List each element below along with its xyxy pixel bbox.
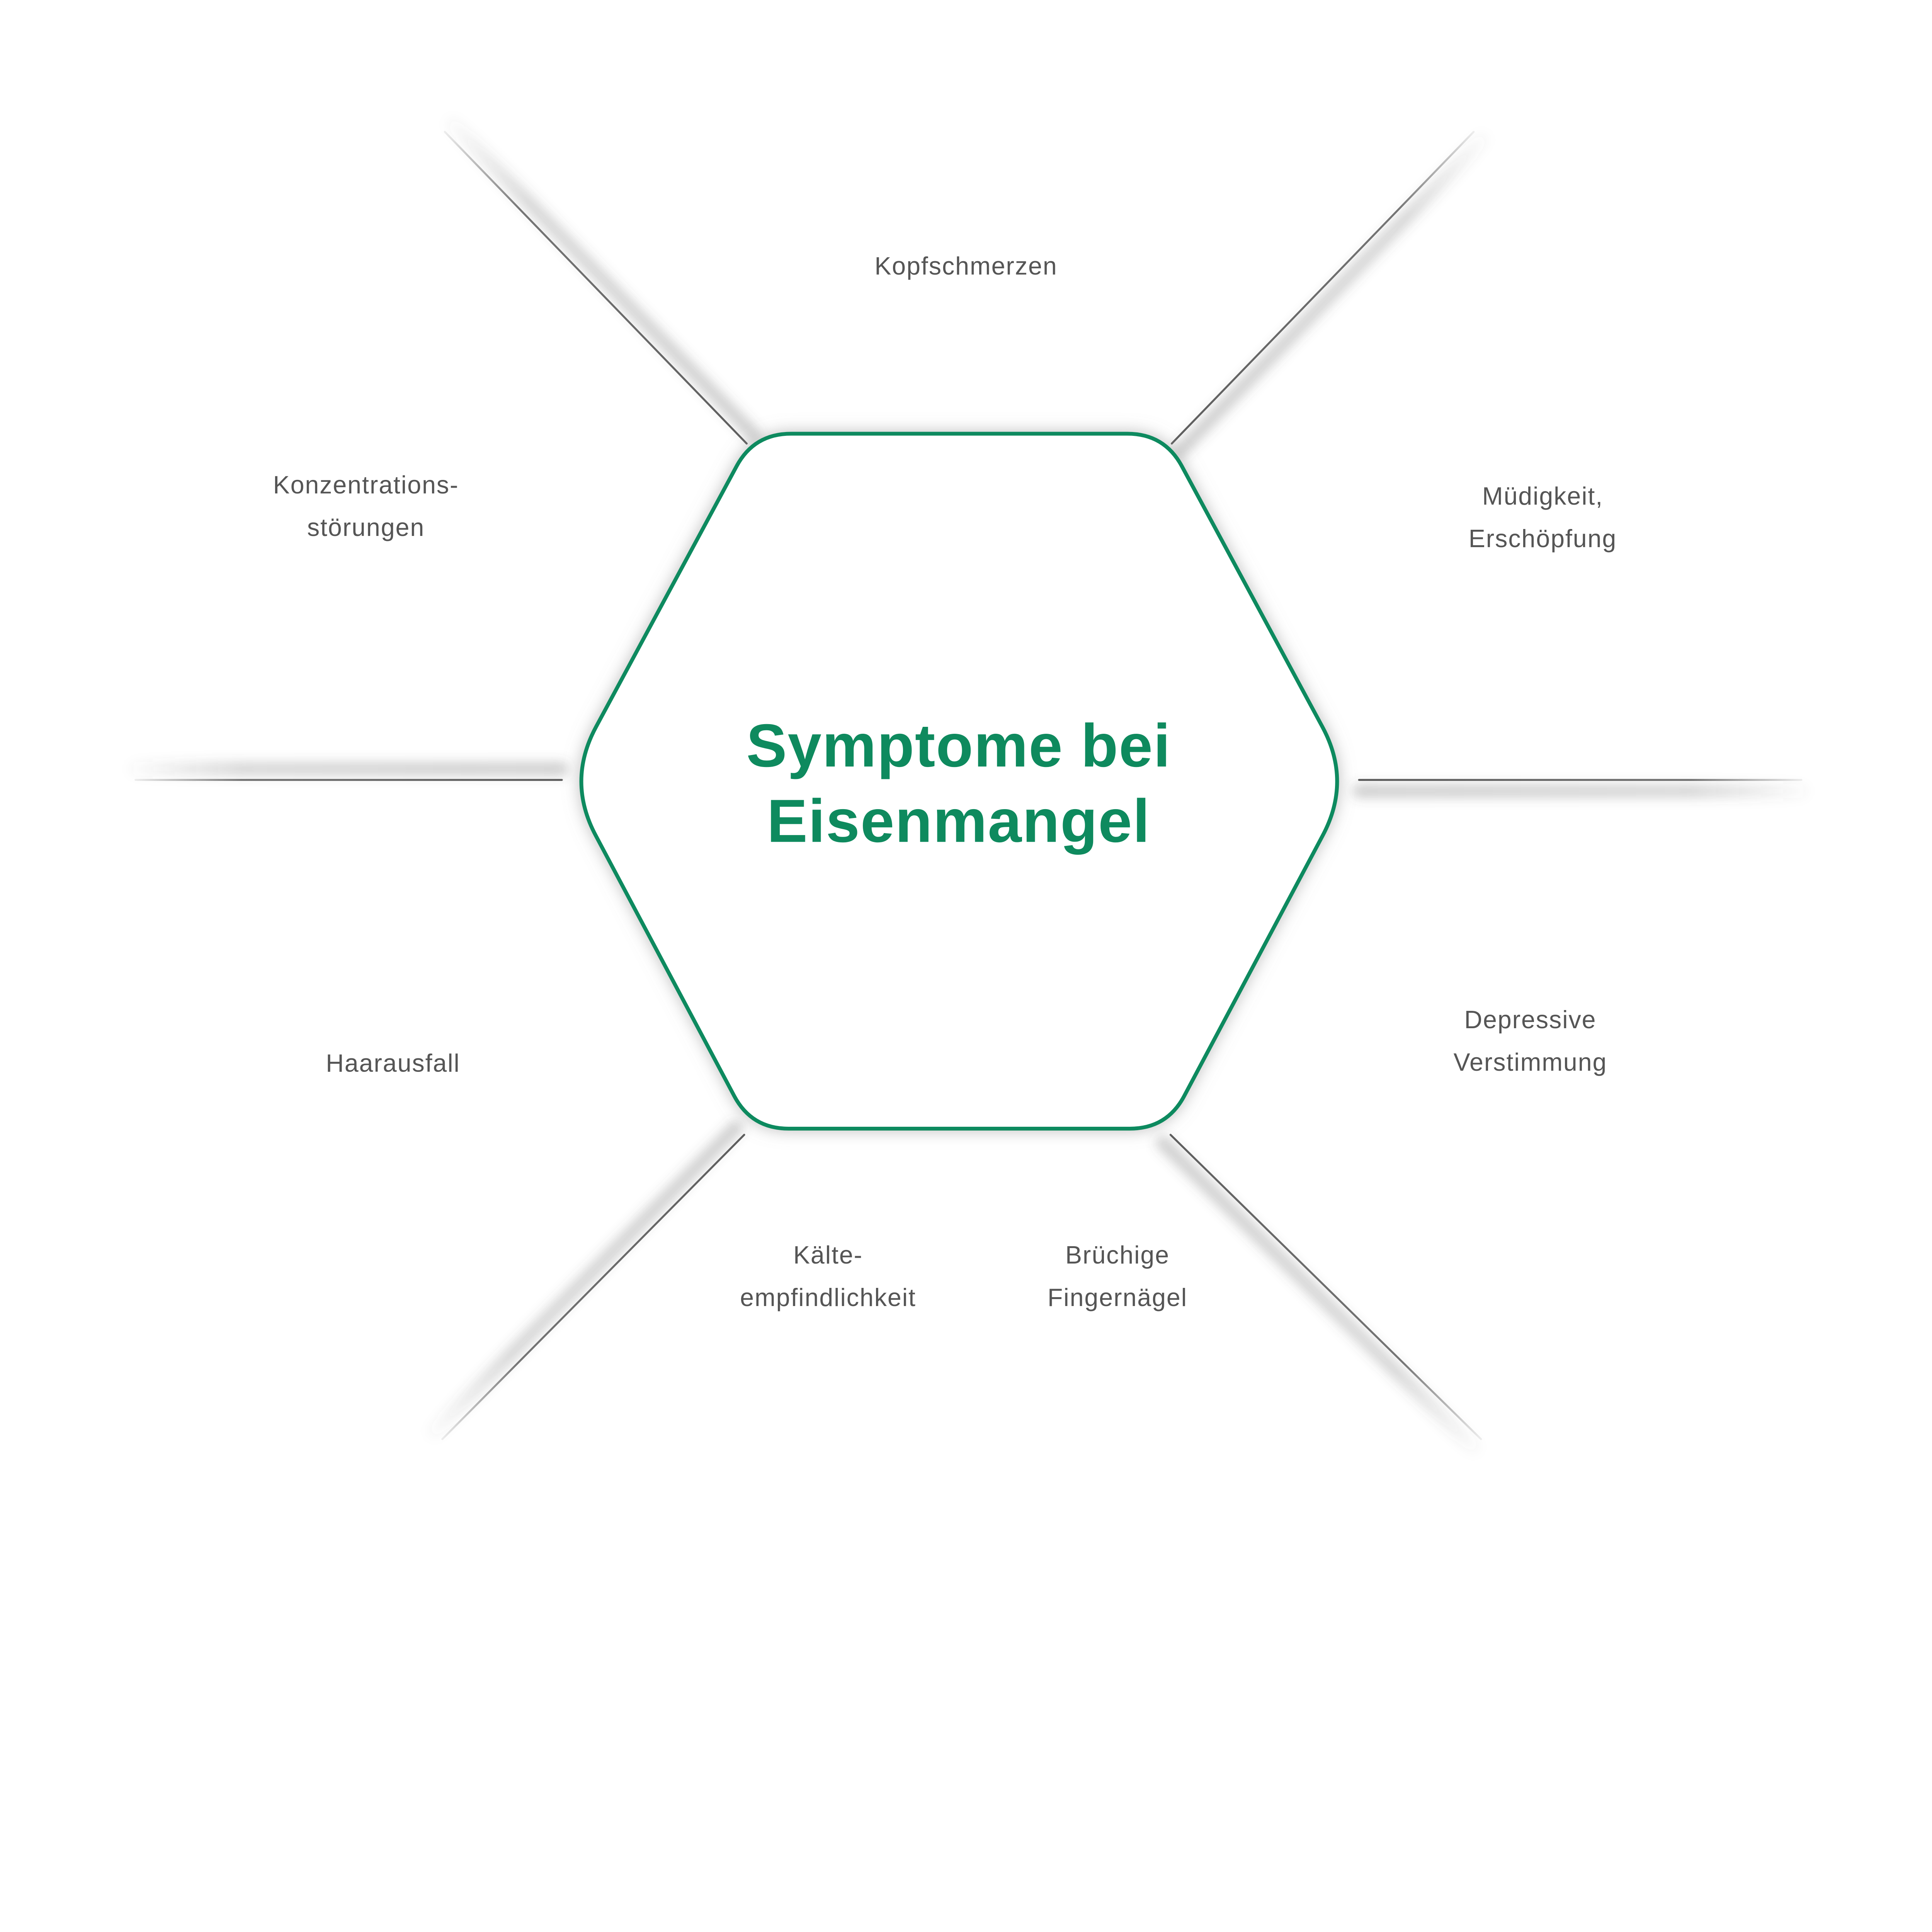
diagram-canvas: Symptome bei Eisenmangel Kopfschmerzen M… — [129, 117, 1808, 1454]
label-konzentrationsstoerungen: Konzentrations- störungen — [273, 471, 459, 542]
divider-line-upper-left-shadow — [446, 117, 762, 443]
label-kaelteempfindlichkeit: Kälte- empfindlichkeit — [740, 1241, 916, 1312]
hexagon-title: Symptome bei Eisenmangel — [746, 708, 1171, 859]
hexagon-diagram — [129, 117, 1808, 1454]
divider-lines — [129, 117, 1808, 1454]
label-haarausfall: Haarausfall — [326, 1049, 460, 1077]
hexagon-title-line1: Symptome bei — [746, 711, 1171, 780]
divider-line-lower-left — [441, 1134, 745, 1440]
hexagon-title-line2: Eisenmangel — [767, 787, 1151, 855]
label-depressive-verstimmung: Depressive Verstimmung — [1453, 1005, 1607, 1077]
label-kopfschmerzen: Kopfschmerzen — [874, 252, 1058, 280]
label-muedigkeit-erschoepfung: Müdigkeit, Erschöpfung — [1468, 482, 1617, 553]
divider-line-upper-right-shadow — [1173, 133, 1489, 458]
divider-line-upper-left — [444, 131, 748, 445]
divider-line-lower-left-shadow — [427, 1120, 743, 1438]
label-bruechige-fingernaegel: Brüchige Fingernägel — [1048, 1241, 1187, 1312]
divider-line-lower-right-shadow — [1156, 1136, 1480, 1454]
hexagon-shape — [579, 432, 1339, 1131]
divider-line-upper-right — [1170, 131, 1475, 445]
divider-line-lower-right — [1169, 1134, 1482, 1440]
